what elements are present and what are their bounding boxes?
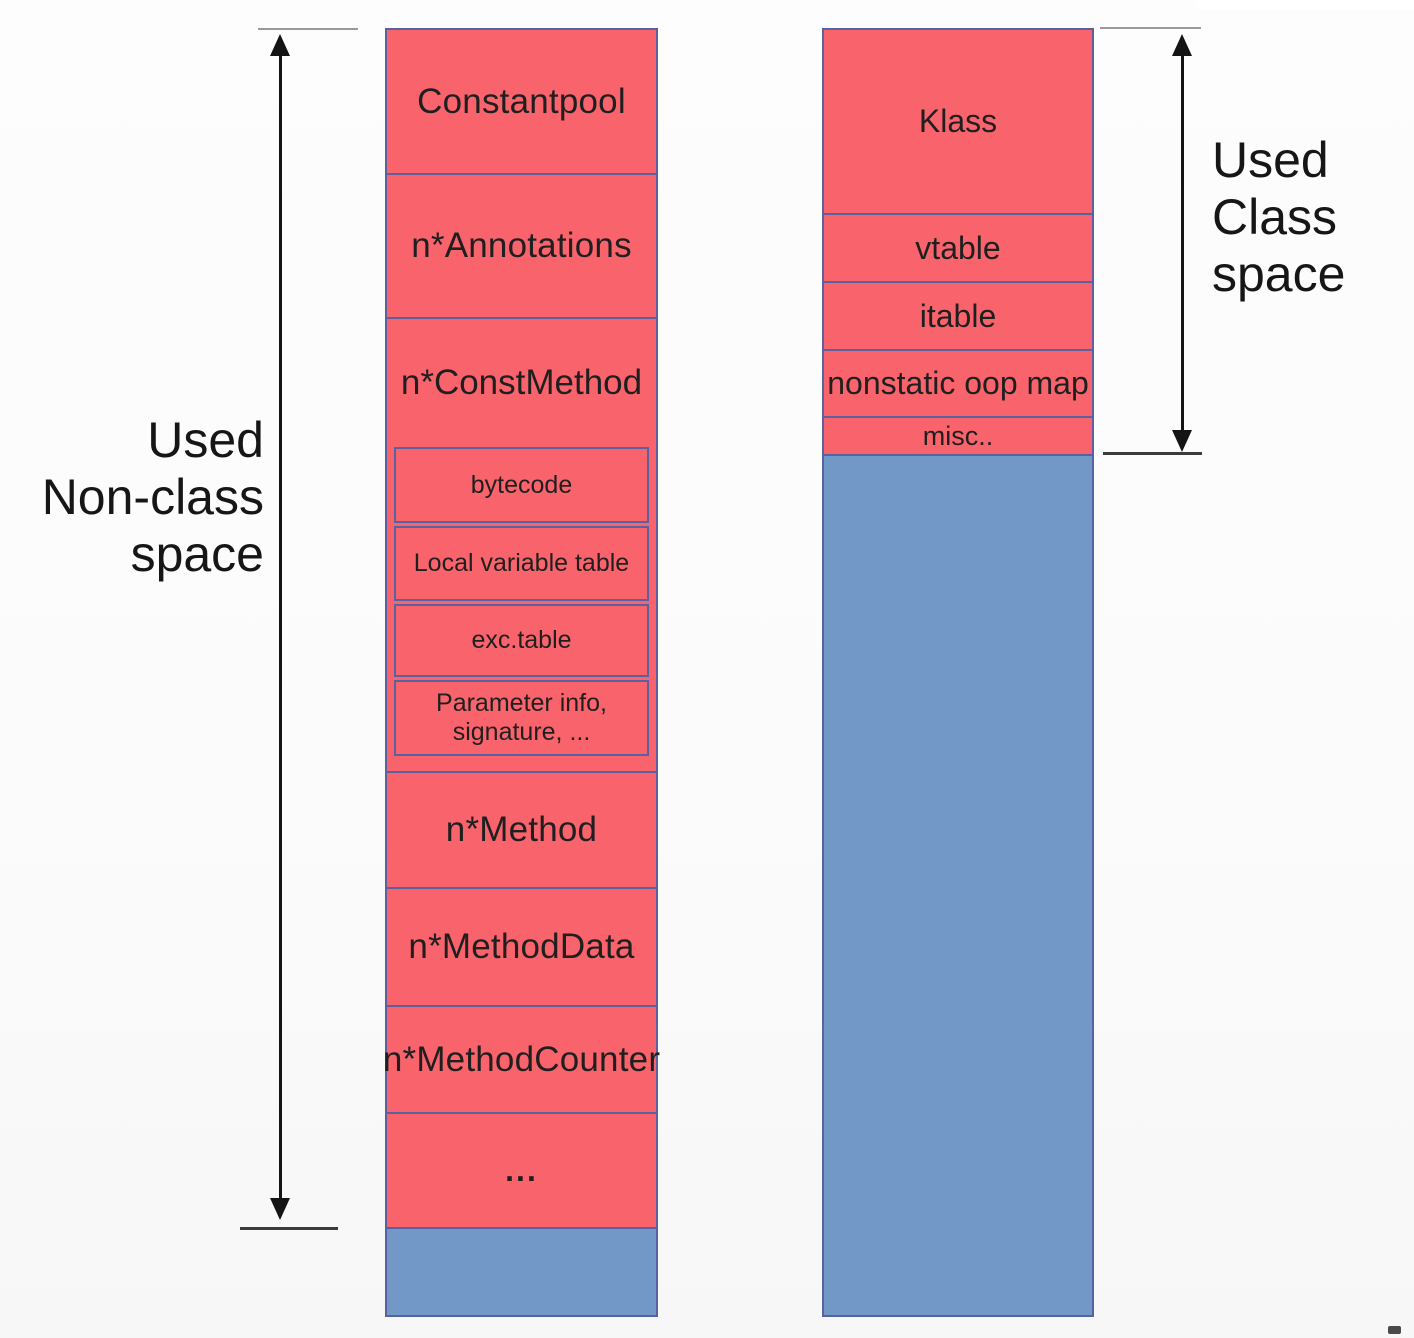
- class-bottom-tick-line: [1103, 452, 1202, 455]
- class-top-tick-line: [1100, 27, 1201, 29]
- nested-block-exc-table: exc.table: [394, 604, 649, 677]
- non-class-bottom-tick-line: [240, 1227, 338, 1230]
- const-method-nested-stack: bytecode Local variable table exc.table …: [394, 447, 649, 756]
- nested-local-variable-table-label: Local variable table: [413, 549, 630, 577]
- block-vtable-label: vtable: [915, 229, 1001, 266]
- non-class-measure-arrow: [279, 52, 282, 1202]
- non-class-space-label: Used Non-class space: [41, 412, 264, 582]
- class-arrow-up-icon: [1172, 34, 1192, 56]
- non-class-arrow-up-icon: [270, 34, 290, 56]
- nested-block-parameter-info: Parameter info, signature, ...: [394, 680, 649, 756]
- block-constantpool-label: Constantpool: [417, 81, 626, 121]
- corner-artifact: [1388, 1326, 1401, 1334]
- block-class-free-space: [824, 454, 1092, 1315]
- block-const-method: n*ConstMethod bytecode Local variable ta…: [387, 317, 656, 771]
- nested-parameter-info-label: Parameter info, signature, ...: [436, 689, 607, 746]
- block-klass: Klass: [824, 30, 1092, 213]
- block-method-data: n*MethodData: [387, 887, 656, 1005]
- block-nonstatic-oop-map-label: nonstatic oop map: [827, 365, 1089, 401]
- block-misc-label: misc..: [922, 420, 994, 451]
- block-method-data-label: n*MethodData: [408, 927, 635, 966]
- non-class-column: Constantpool n*Annotations n*ConstMethod…: [383, 28, 660, 1317]
- block-non-class-free-space: [387, 1227, 656, 1315]
- block-vtable: vtable: [824, 213, 1092, 281]
- nested-bytecode-label: bytecode: [470, 470, 573, 499]
- non-class-arrow-down-icon: [270, 1198, 290, 1220]
- block-itable-label: itable: [919, 297, 997, 334]
- block-method-counter-label: n*MethodCounter: [382, 1039, 661, 1079]
- non-class-top-tick-line: [258, 28, 358, 30]
- block-method-label: n*Method: [445, 810, 598, 849]
- block-constantpool: Constantpool: [387, 30, 656, 173]
- block-ellipsis-label: ...: [505, 1152, 538, 1188]
- class-space-label: Used Class space: [1212, 132, 1346, 302]
- class-measure-arrow: [1181, 52, 1184, 434]
- block-const-method-label: n*ConstMethod: [400, 363, 643, 402]
- class-column: Klass vtable itable nonstatic oop map mi…: [822, 28, 1094, 1317]
- nested-exc-table-label: exc.table: [471, 626, 572, 654]
- nested-block-local-variable-table: Local variable table: [394, 526, 649, 601]
- block-method-counter: n*MethodCounter: [383, 1005, 660, 1112]
- block-klass-label: Klass: [918, 103, 998, 139]
- block-annotations-label: n*Annotations: [411, 226, 632, 265]
- block-ellipsis: ...: [387, 1112, 656, 1227]
- block-misc: misc..: [824, 416, 1092, 454]
- block-annotations: n*Annotations: [387, 173, 656, 317]
- background-strip: [1196, 0, 1414, 10]
- nested-block-bytecode: bytecode: [394, 447, 649, 523]
- block-itable: itable: [824, 281, 1092, 349]
- block-method: n*Method: [387, 771, 656, 887]
- block-nonstatic-oop-map: nonstatic oop map: [824, 349, 1092, 416]
- class-arrow-down-icon: [1172, 430, 1192, 452]
